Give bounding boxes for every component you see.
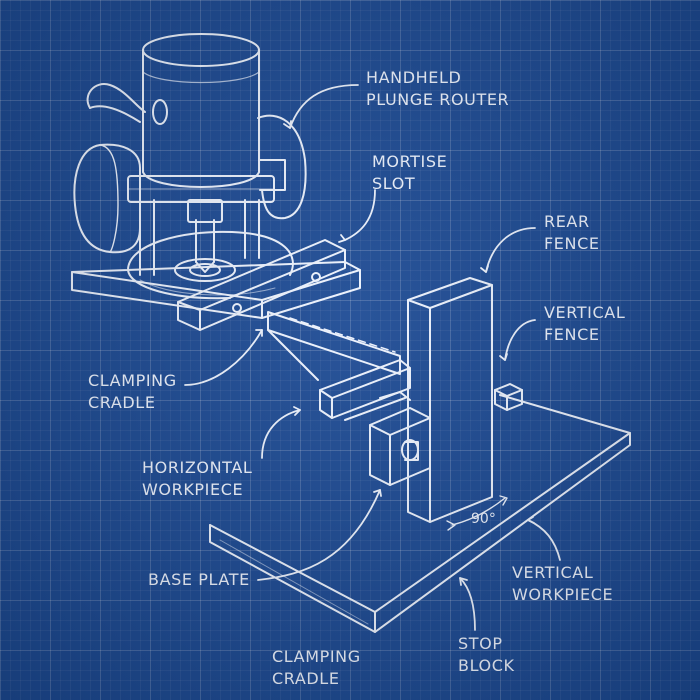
label-clamping-cradle-bottom: CLAMPING CRADLE: [272, 647, 361, 688]
leader-horizontal-workpiece: [261, 409, 301, 459]
router-handles: [73, 83, 307, 254]
leader-clamping-cradle-left: [184, 329, 263, 386]
label-rear-fence: REAR FENCE: [544, 212, 600, 253]
label-clamping-cradle-left: CLAMPING CRADLE: [88, 371, 177, 412]
router-base-disc: [127, 230, 294, 300]
label-mortise-slot: MORTISE SLOT: [372, 152, 448, 193]
angle-dimension: [446, 495, 508, 531]
label-vertical-fence: VERTICAL FENCE: [544, 303, 626, 344]
label-stop-block: STOP BLOCK: [458, 634, 515, 675]
vertical-fence: [407, 277, 493, 523]
leader-stop-block: [459, 577, 476, 631]
clamp-block: [369, 391, 431, 486]
clamping-cradle: [177, 239, 411, 421]
label-vertical-workpiece: VERTICAL WORKPIECE: [512, 563, 614, 604]
leader-vertical-fence: [504, 319, 536, 361]
leader-vertical-workpiece: [527, 519, 561, 561]
leader-lines: [184, 84, 561, 631]
router-motor: [127, 33, 286, 203]
label-horizontal-workpiece: HORIZONTAL WORKPIECE: [142, 458, 253, 499]
stop-block: [494, 383, 523, 411]
angle-label: 90°: [471, 511, 496, 527]
base-plate: [71, 261, 631, 633]
leader-base-plate: [257, 489, 381, 581]
leader-mortise-slot: [344, 189, 376, 241]
leader-rear-fence: [485, 227, 536, 273]
label-base-plate: BASE PLATE: [148, 570, 250, 589]
leader-handheld-plunge-router: [289, 84, 359, 129]
label-handheld-plunge-router: HANDHELD PLUNGE ROUTER: [366, 68, 510, 109]
